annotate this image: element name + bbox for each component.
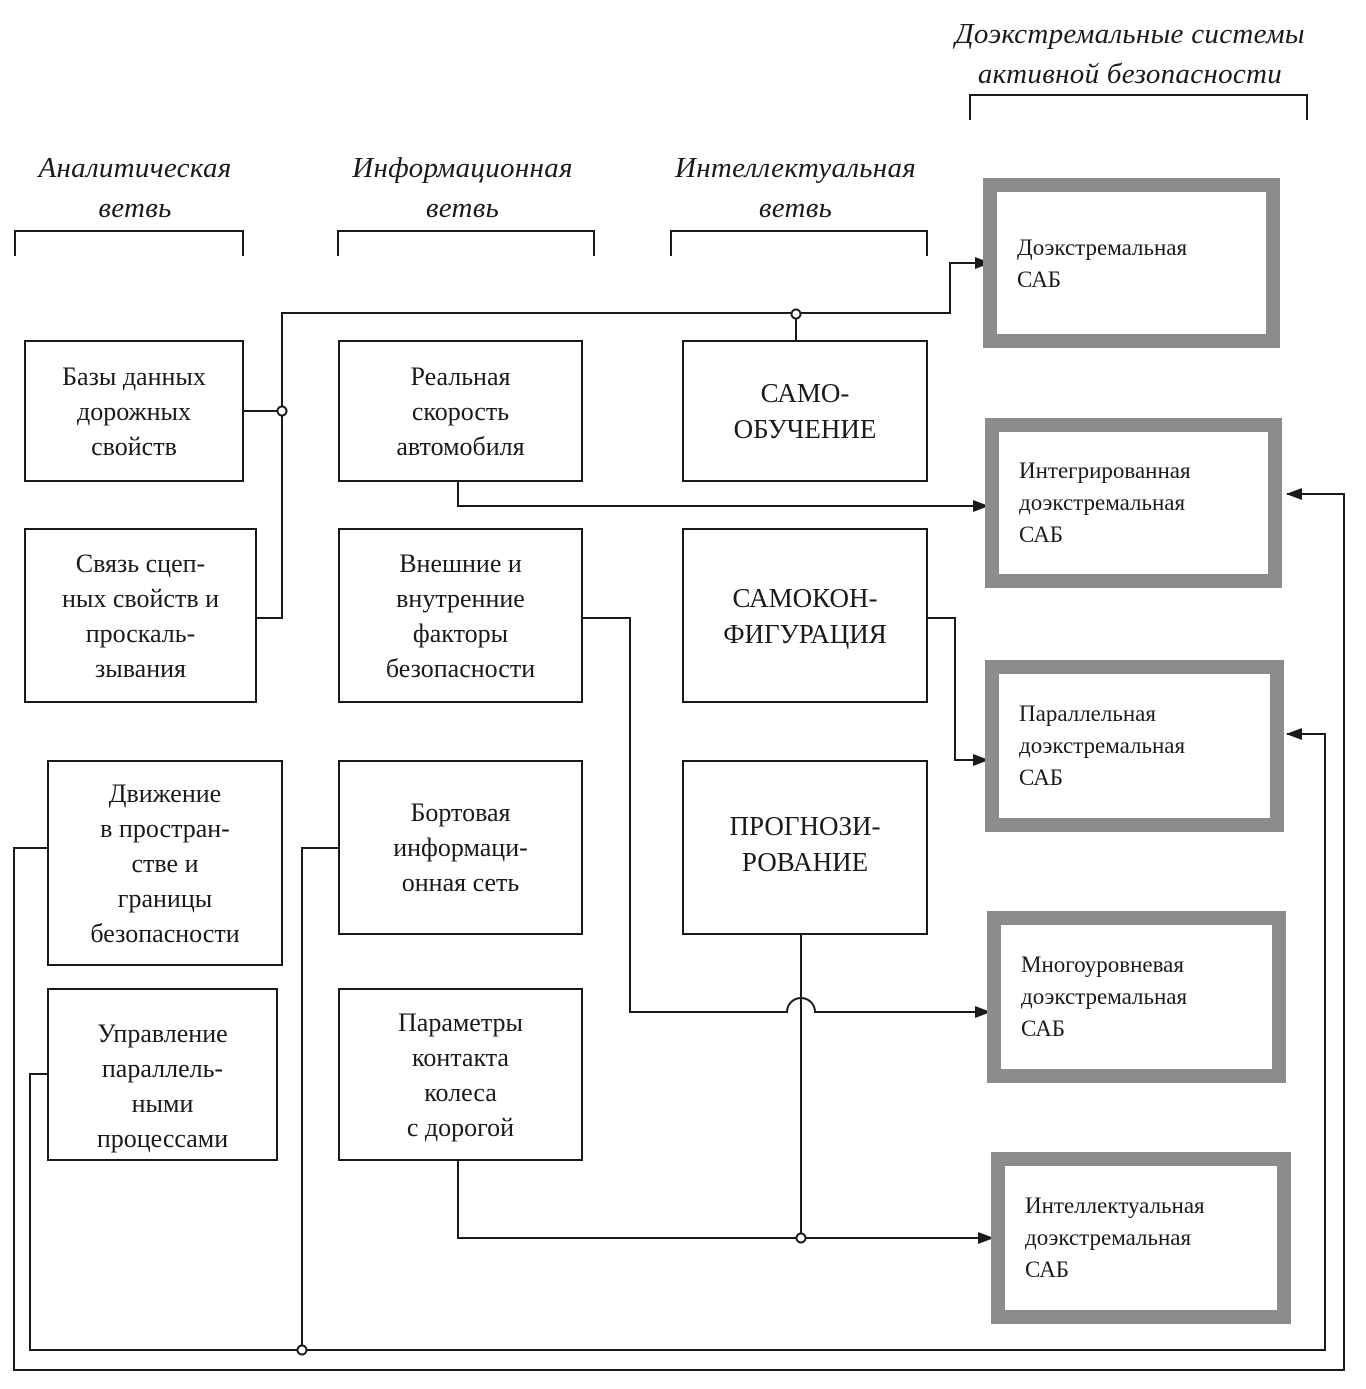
box-text-line: колеса — [424, 1077, 497, 1107]
junction-samoobuchenie — [790, 308, 802, 320]
box-safety-factors: Внешние и внутренние факторы безопасност… — [338, 528, 583, 703]
box-text-line: Параметры — [398, 1007, 523, 1037]
junction-bazy — [276, 405, 288, 417]
sab-text-line: доэкстремальная — [1019, 490, 1186, 515]
box-text-line: скорость — [411, 396, 510, 426]
bracket-doextreme — [969, 94, 1308, 120]
wire-bortovaya — [301, 847, 338, 1350]
header-analytic-line-1: Аналитическая — [38, 152, 232, 184]
box-road-properties-db: Базы данных дорожных свойств — [24, 340, 244, 482]
box-text-line: САМО- — [760, 378, 850, 408]
box-text-line: ФИГУРАЦИЯ — [723, 618, 887, 649]
box-text-line: ОБУЧЕНИЕ — [733, 414, 877, 444]
header-intel-line-2: ветвь — [758, 192, 833, 224]
box-text-line: САМОКОН- — [732, 582, 878, 613]
wire-faktory — [582, 617, 991, 1018]
box-text-line: зывания — [95, 653, 186, 683]
sab-text-line: САБ — [1025, 1257, 1070, 1282]
box-text-line: РОВАНИЕ — [741, 847, 869, 877]
sab-text-line: Параллельная — [1019, 701, 1156, 726]
header-doextreme-systems: Доэкстремальные системы активной безопас… — [905, 14, 1355, 94]
box-text-line: границы — [117, 883, 213, 913]
header-info-line-2: ветвь — [425, 192, 500, 224]
box-text-line: дорожных — [77, 396, 191, 426]
sab-text-line: САБ — [1017, 267, 1062, 292]
box-text-line: Бортовая — [410, 798, 511, 827]
box-text-line: онная сеть — [401, 868, 520, 897]
box-text-line: ными — [131, 1089, 194, 1118]
sab-text-line: Многоуровневая — [1021, 952, 1184, 977]
header-info-branch: Информационная ветвь — [320, 148, 605, 228]
box-text-line: Связь сцеп- — [75, 548, 206, 578]
box-text-line: в простран- — [100, 813, 230, 843]
wire-parametry — [457, 1160, 994, 1244]
junction-bortovaya — [296, 1344, 308, 1356]
header-doextreme-line-1: Доэкстремальные системы — [955, 18, 1305, 50]
box-onboard-network: Бортовая информаци- онная сеть — [338, 760, 583, 935]
wire-samokonf — [927, 617, 989, 766]
header-intel-branch: Интеллектуальная ветвь — [648, 148, 943, 228]
header-analytic-branch: Аналитическая ветвь — [5, 148, 265, 228]
box-text-line: параллель- — [101, 1054, 224, 1083]
box-text-line: процессами — [96, 1124, 229, 1153]
box-wheel-road-contact: Параметры контакта колеса с дорогой — [338, 988, 583, 1161]
box-parallel-process-control: Управление параллель- ными процессами — [47, 988, 278, 1161]
sab-integrated: Интегрированная доэкстремальная САБ — [985, 418, 1282, 588]
box-forecasting: ПРОГНОЗИ- РОВАНИЕ — [682, 760, 928, 935]
wire-svyaz — [256, 257, 991, 619]
box-text-line: Внешние и — [399, 548, 522, 578]
box-text-line: проскаль- — [85, 618, 196, 648]
box-text-line: факторы — [412, 618, 509, 648]
box-self-learning: САМО- ОБУЧЕНИЕ — [682, 340, 928, 482]
header-analytic-line-2: ветвь — [98, 192, 172, 224]
box-real-vehicle-speed: Реальная скорость автомобиля — [338, 340, 583, 482]
box-text-line: внутренние — [396, 583, 525, 613]
box-text-line: Базы данных — [62, 361, 206, 391]
box-text-line: безопасности — [90, 918, 240, 948]
box-text-line: Реальная — [410, 361, 511, 391]
header-info-line-1: Информационная — [352, 152, 573, 184]
junction-prognoz — [795, 1232, 807, 1244]
bracket-info — [337, 230, 595, 256]
wire-upravlenie — [29, 728, 1326, 1351]
bracket-analytic — [14, 230, 244, 256]
header-doextreme-line-2: активной безопасности — [977, 58, 1283, 90]
sab-text-line: САБ — [1021, 1016, 1066, 1041]
sab-parallel: Параллельная доэкстремальная САБ — [985, 660, 1284, 832]
box-text-line: информаци- — [393, 833, 528, 862]
sab-text-line: доэкстремальная — [1021, 984, 1188, 1009]
box-text-line: Управление — [97, 1019, 228, 1048]
sab-text-line: доэкстремальная — [1019, 733, 1186, 758]
box-text-line: контакта — [412, 1042, 509, 1072]
box-text-line: стве и — [131, 848, 199, 878]
wire-dvizhenie — [13, 488, 1345, 1371]
sab-text-line: Интегрированная — [1019, 458, 1191, 483]
box-text-line: безопасности — [385, 653, 536, 683]
box-text-line: автомобиля — [396, 431, 525, 461]
sab-text-line: Интеллектуальная — [1025, 1193, 1205, 1218]
box-text-line: Движение — [108, 778, 222, 808]
header-intel-line-1: Интеллектуальная — [674, 152, 917, 184]
wire-skorost — [457, 481, 989, 512]
bracket-intel — [670, 230, 928, 256]
sab-intellectual: Интеллектуальная доэкстремальная САБ — [991, 1152, 1291, 1324]
sab-text-line: доэкстремальная — [1025, 1225, 1192, 1250]
sab-text-line: САБ — [1019, 522, 1064, 547]
box-self-configuration: САМОКОН- ФИГУРАЦИЯ — [682, 528, 928, 703]
sab-text-line: САБ — [1019, 765, 1064, 790]
box-grip-slip-relation: Связь сцеп- ных свойств и проскаль- зыва… — [24, 528, 257, 703]
box-text-line: ПРОГНОЗИ- — [729, 811, 881, 841]
box-text-line: ных свойств и — [61, 583, 220, 613]
box-text-line: с дорогой — [406, 1112, 515, 1142]
box-text-line: свойств — [91, 431, 177, 461]
sab-multilevel: Многоуровневая доэкстремальная САБ — [987, 911, 1286, 1083]
sab-doextreme: Доэкстремальная САБ — [983, 178, 1280, 348]
sab-text-line: Доэкстремальная — [1017, 235, 1188, 260]
box-motion-safety-bounds: Движение в простран- стве и границы безо… — [47, 760, 283, 966]
